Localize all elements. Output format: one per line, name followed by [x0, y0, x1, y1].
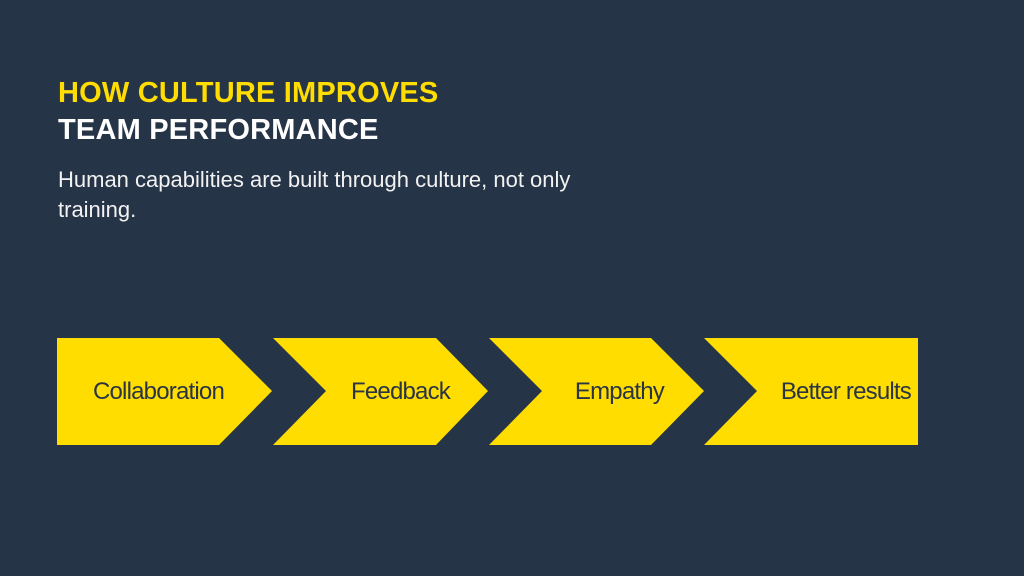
title-line-1: HOW CULTURE IMPROVES [58, 77, 439, 109]
step-label: Collaboration [93, 378, 224, 405]
step-better-results: Better results [704, 338, 918, 445]
title-line-2: TEAM PERFORMANCE [58, 114, 379, 146]
step-label: Empathy [575, 378, 665, 405]
step-empathy: Empathy [489, 338, 704, 445]
chevron-shape [273, 338, 488, 445]
step-feedback: Feedback [273, 338, 488, 445]
step-label: Better results [781, 378, 912, 405]
step-collaboration: Collaboration [57, 338, 272, 445]
chevron-shape [57, 338, 272, 445]
subtitle: Human capabilities are built through cul… [58, 167, 571, 222]
step-label: Feedback [351, 378, 452, 405]
chevron-shape [489, 338, 704, 445]
chevron-shape [704, 338, 918, 445]
